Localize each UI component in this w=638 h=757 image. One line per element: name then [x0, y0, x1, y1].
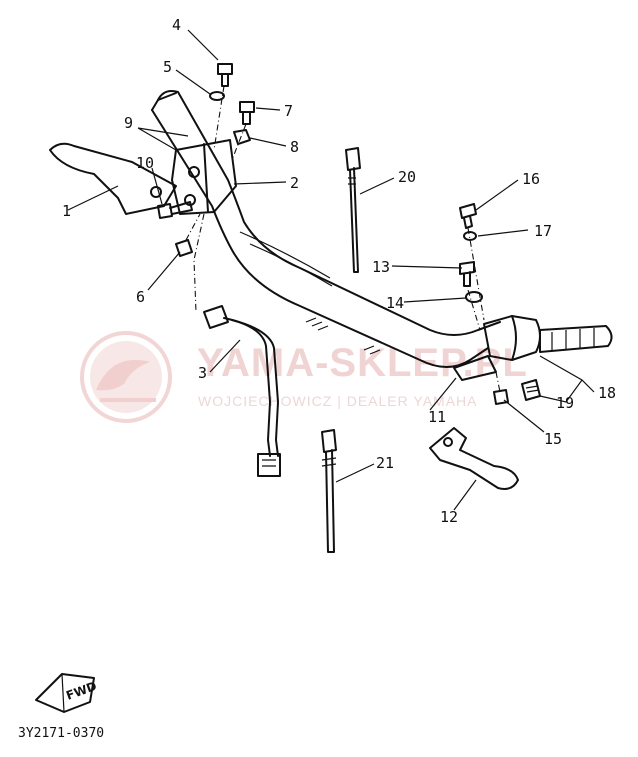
callout-6: 6: [136, 288, 145, 306]
cable-tie-20: [345, 147, 361, 273]
callout-18: 18: [598, 384, 616, 402]
bolt-7: [239, 101, 255, 125]
leader-lines: [67, 29, 595, 511]
fwd-label: FWD: [64, 679, 98, 703]
watermark-title: YAMA-SKLEP.PL: [197, 341, 528, 385]
drawing-code: 3Y2171-0370: [18, 726, 104, 741]
right-lever: [429, 427, 519, 490]
callout-21: 21: [376, 454, 394, 472]
bolt-19: [521, 379, 541, 401]
watermark-subtitle: WOJCIECHOWICZ | DEALER YAMAHA: [198, 393, 477, 409]
callout-2: 2: [290, 174, 299, 192]
right-grip: [539, 325, 613, 353]
bolt-10: [157, 201, 193, 219]
nut-15: [493, 389, 509, 405]
callout-4: 4: [172, 16, 181, 34]
washer-5: [209, 91, 225, 101]
callout-15: 15: [544, 430, 562, 448]
callout-10: 10: [136, 154, 154, 172]
handlebar: [151, 90, 501, 368]
callout-labels: 4 5 7 8 9 10 2 1 6 3 20 16 17 13 14 11 1…: [62, 16, 616, 526]
nut-6: [175, 239, 193, 257]
callout-14: 14: [386, 294, 404, 312]
cable-tie-21: [321, 429, 337, 553]
callout-8: 8: [290, 138, 299, 156]
bolt-4: [217, 63, 233, 87]
left-lever-holder: [171, 139, 237, 215]
callout-20: 20: [398, 168, 416, 186]
nut-8: [233, 129, 251, 145]
callout-9: 9: [124, 114, 133, 132]
callout-16: 16: [522, 170, 540, 188]
callout-13: 13: [372, 258, 390, 276]
callout-3: 3: [198, 364, 207, 382]
callout-17: 17: [534, 222, 552, 240]
callout-19: 19: [556, 394, 574, 412]
washer-14: [465, 291, 483, 303]
switch-cable: [203, 305, 281, 477]
callout-5: 5: [163, 58, 172, 76]
assembly-lines: [185, 85, 501, 393]
callout-11: 11: [428, 408, 446, 426]
callout-7: 7: [284, 102, 293, 120]
bolt-16: [459, 203, 477, 229]
washer-17: [463, 231, 477, 241]
watermark-logo: [80, 331, 172, 423]
bolt-13: [459, 261, 475, 287]
callout-1: 1: [62, 202, 71, 220]
fwd-arrow-badge: FWD: [35, 673, 99, 713]
callout-12: 12: [440, 508, 458, 526]
